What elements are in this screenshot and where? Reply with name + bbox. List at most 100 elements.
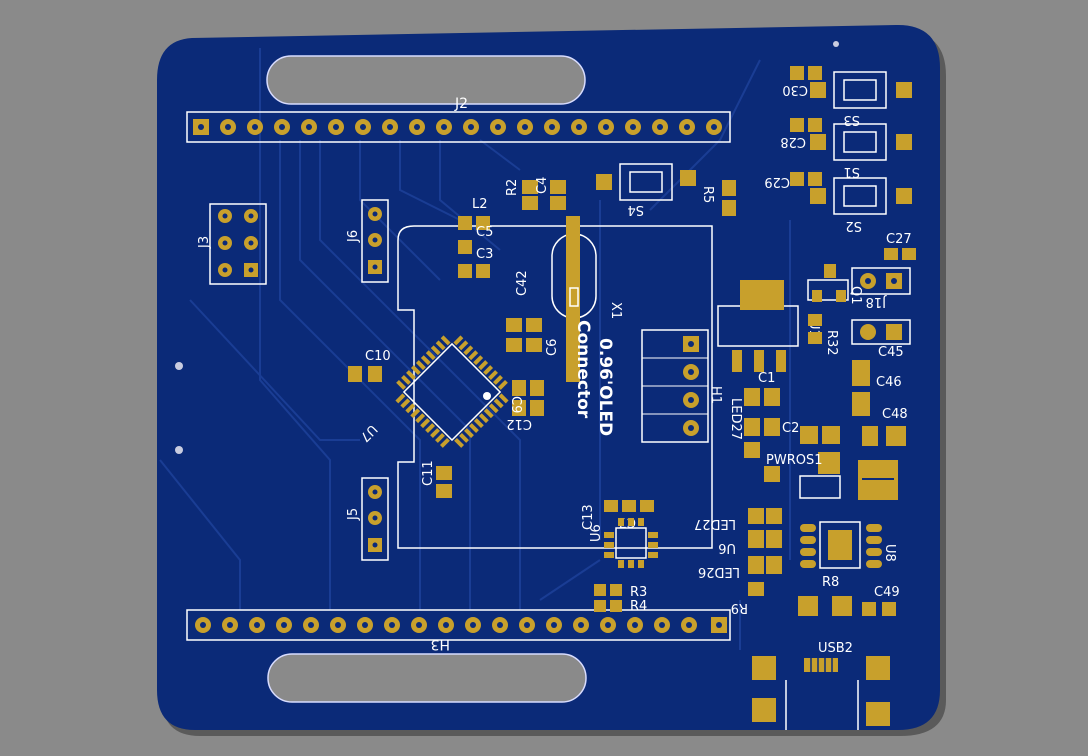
- chip-u8: [800, 521, 882, 569]
- cap-c29: [790, 172, 822, 186]
- connector-h1: [641, 329, 709, 443]
- header-j5: [361, 477, 389, 561]
- resistor-r9: [748, 582, 764, 596]
- resistor-r5: [722, 180, 736, 216]
- label-j5: J5: [346, 508, 361, 521]
- label-c28: C28: [780, 134, 806, 149]
- label-c6: C6: [545, 339, 560, 356]
- label-c46: C46: [876, 375, 902, 390]
- led-pwrose1: [744, 442, 898, 500]
- label-l2: L2: [472, 197, 488, 212]
- label-h1: H1: [708, 386, 723, 404]
- cap-c11: [436, 466, 452, 498]
- chip-u6b: [604, 518, 658, 568]
- label-r9: R9: [731, 600, 748, 615]
- label-j6: J6: [346, 230, 361, 243]
- label-j3: J3: [197, 236, 212, 249]
- cap-c9: [512, 380, 544, 416]
- cap-c28: [790, 118, 822, 132]
- label-oled-line2: Connector: [573, 320, 593, 419]
- resistor-r8: [798, 596, 852, 616]
- cap-c10: [348, 366, 382, 382]
- switch-s3: [810, 71, 912, 109]
- label-s1: S1: [843, 164, 860, 179]
- label-u6b: U6: [589, 524, 604, 542]
- header-h3: [186, 609, 731, 641]
- pcb-substrate: [157, 24, 940, 730]
- label-x1: X1: [608, 302, 623, 319]
- label-j2: J2: [454, 96, 468, 112]
- header-j6: [361, 199, 389, 283]
- resistor-r3: [594, 584, 622, 596]
- chip-u6: [748, 530, 782, 548]
- header-c45: [851, 319, 911, 345]
- led-led26: [748, 556, 782, 574]
- edge-dot-2: [175, 446, 183, 454]
- bottom-slot: [267, 653, 587, 703]
- chip-u7: [395, 335, 509, 448]
- edge-dot-1: [175, 362, 183, 370]
- label-u6: U6: [718, 540, 736, 555]
- cap-c30: [790, 66, 822, 80]
- switch-s1: [810, 123, 912, 161]
- label-r5: R5: [700, 186, 715, 203]
- label-s4: S4: [627, 202, 644, 217]
- cap-c42: [506, 318, 542, 352]
- cap-c1: [744, 388, 780, 406]
- cap-c27: [884, 248, 916, 260]
- label-r4: R4: [630, 599, 647, 614]
- label-r3: R3: [630, 585, 647, 600]
- header-j18: [851, 267, 911, 295]
- cap-c49: [862, 602, 896, 616]
- resistor-r4: [594, 600, 622, 612]
- label-c12: C12: [506, 416, 532, 431]
- cap-c48: [862, 426, 906, 446]
- label-c27: C27: [886, 232, 912, 247]
- label-s2: S2: [845, 218, 862, 233]
- label-c4: C4: [535, 177, 550, 194]
- label-led27-top: LED27: [728, 398, 743, 440]
- label-r8: R8: [822, 575, 839, 590]
- top-slot: [266, 55, 586, 105]
- usb-connector-usb2: [752, 656, 890, 730]
- cap-c13: [604, 500, 654, 512]
- label-c29: C29: [764, 174, 790, 189]
- switch-s4: [596, 163, 696, 201]
- cap-c46: [852, 360, 870, 416]
- label-u8: U8: [882, 544, 897, 562]
- regulator-u1: [717, 280, 799, 372]
- crystal-x1: [551, 216, 597, 382]
- label-h3: H3: [431, 636, 450, 652]
- transistor-q1: [807, 264, 849, 302]
- cap-c2: [744, 418, 840, 444]
- label-c1: C1: [758, 371, 775, 386]
- label-q1: Q1: [848, 286, 863, 305]
- trace-layer: [159, 48, 791, 650]
- label-j18: J18: [866, 294, 887, 309]
- switch-s2: [810, 177, 912, 215]
- label-c42: C42: [515, 270, 530, 296]
- resistor-r32: [808, 314, 822, 344]
- label-r32: R32: [824, 330, 839, 356]
- label-usb2: USB2: [818, 641, 853, 656]
- label-led26: LED26: [698, 564, 740, 579]
- label-c10: C10: [365, 349, 391, 364]
- label-c3: C3: [476, 247, 493, 262]
- label-c5: C5: [476, 225, 493, 240]
- passives-l2-group: [458, 180, 566, 278]
- label-c49: C49: [874, 585, 900, 600]
- label-c11: C11: [421, 460, 436, 486]
- label-c48: C48: [882, 407, 908, 422]
- label-c30: C30: [782, 82, 808, 97]
- label-pwrose1: PWROS1: [766, 453, 822, 468]
- label-led27: LED27: [694, 516, 736, 531]
- label-r2: R2: [505, 179, 520, 196]
- oled-outline: [397, 225, 713, 549]
- label-c13: C13: [581, 504, 596, 530]
- led-led27: [748, 508, 782, 524]
- edge-dot-3: [833, 41, 839, 47]
- header-j2: [186, 111, 731, 143]
- label-oled-line1: 0.96'OLED: [595, 338, 615, 436]
- label-c45: C45: [878, 345, 904, 360]
